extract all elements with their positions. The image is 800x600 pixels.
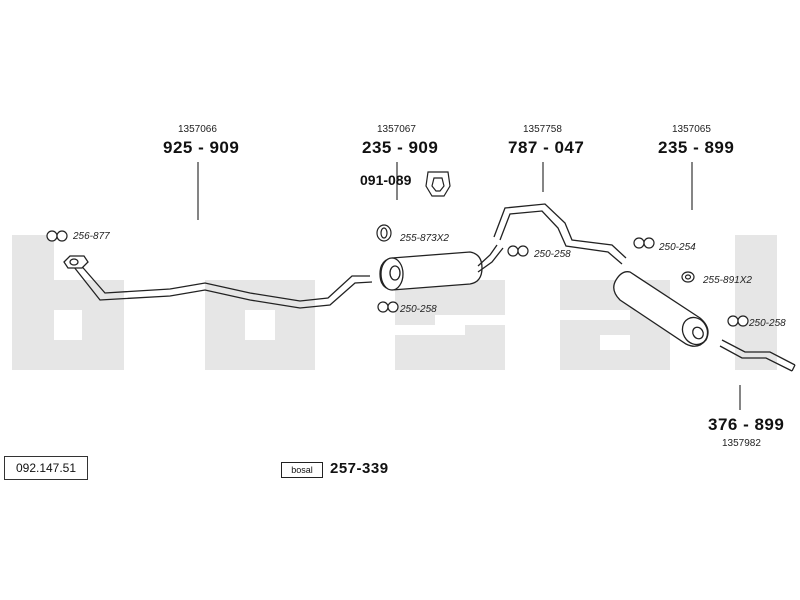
leader-lines (197, 162, 741, 410)
small-part-label: 250-258 (400, 304, 437, 315)
small-part-label: 256-877 (73, 231, 110, 242)
intermediate-pipe (493, 203, 627, 265)
part-code: 925 - 909 (163, 138, 240, 157)
tail-pipe (719, 339, 796, 372)
part-code: 376 - 899 (708, 415, 785, 434)
part-code: 235 - 899 (658, 138, 735, 157)
bracket-091-089 (425, 171, 451, 197)
small-part-label: 250-258 (749, 318, 786, 329)
clamp-256-877 (46, 230, 68, 242)
bosal-watermark (12, 235, 777, 370)
part-ref: 1357982 (722, 438, 761, 449)
small-part-label: 255-891X2 (703, 275, 752, 286)
brand-badge-part-code: 257-339 (330, 460, 389, 477)
part-code: 787 - 047 (508, 138, 585, 157)
gasket-255-891 (681, 271, 695, 283)
part-ref: 1357065 (672, 124, 711, 135)
clamp-250-258-c (727, 315, 749, 327)
part-ref: 1357758 (523, 124, 562, 135)
small-part-label: 255-873X2 (400, 233, 449, 244)
centre-silencer (379, 244, 504, 291)
part-ref: 1357066 (178, 124, 217, 135)
small-part-label: 250-254 (659, 242, 696, 253)
rear-silencer (613, 271, 709, 347)
clamp-250-258-a (377, 301, 399, 313)
brand-badge: bosal (281, 462, 323, 478)
part-code: 235 - 909 (362, 138, 439, 157)
small-part-label: 250-258 (534, 249, 571, 260)
clamp-250-258-b (507, 245, 529, 257)
catalog-number: 092.147.51 (4, 456, 88, 480)
gasket-255-873 (376, 224, 392, 242)
clamp-250-254 (633, 237, 655, 249)
bracket-code: 091-089 (360, 172, 412, 188)
part-ref: 1357067 (377, 124, 416, 135)
front-pipe (63, 255, 373, 309)
